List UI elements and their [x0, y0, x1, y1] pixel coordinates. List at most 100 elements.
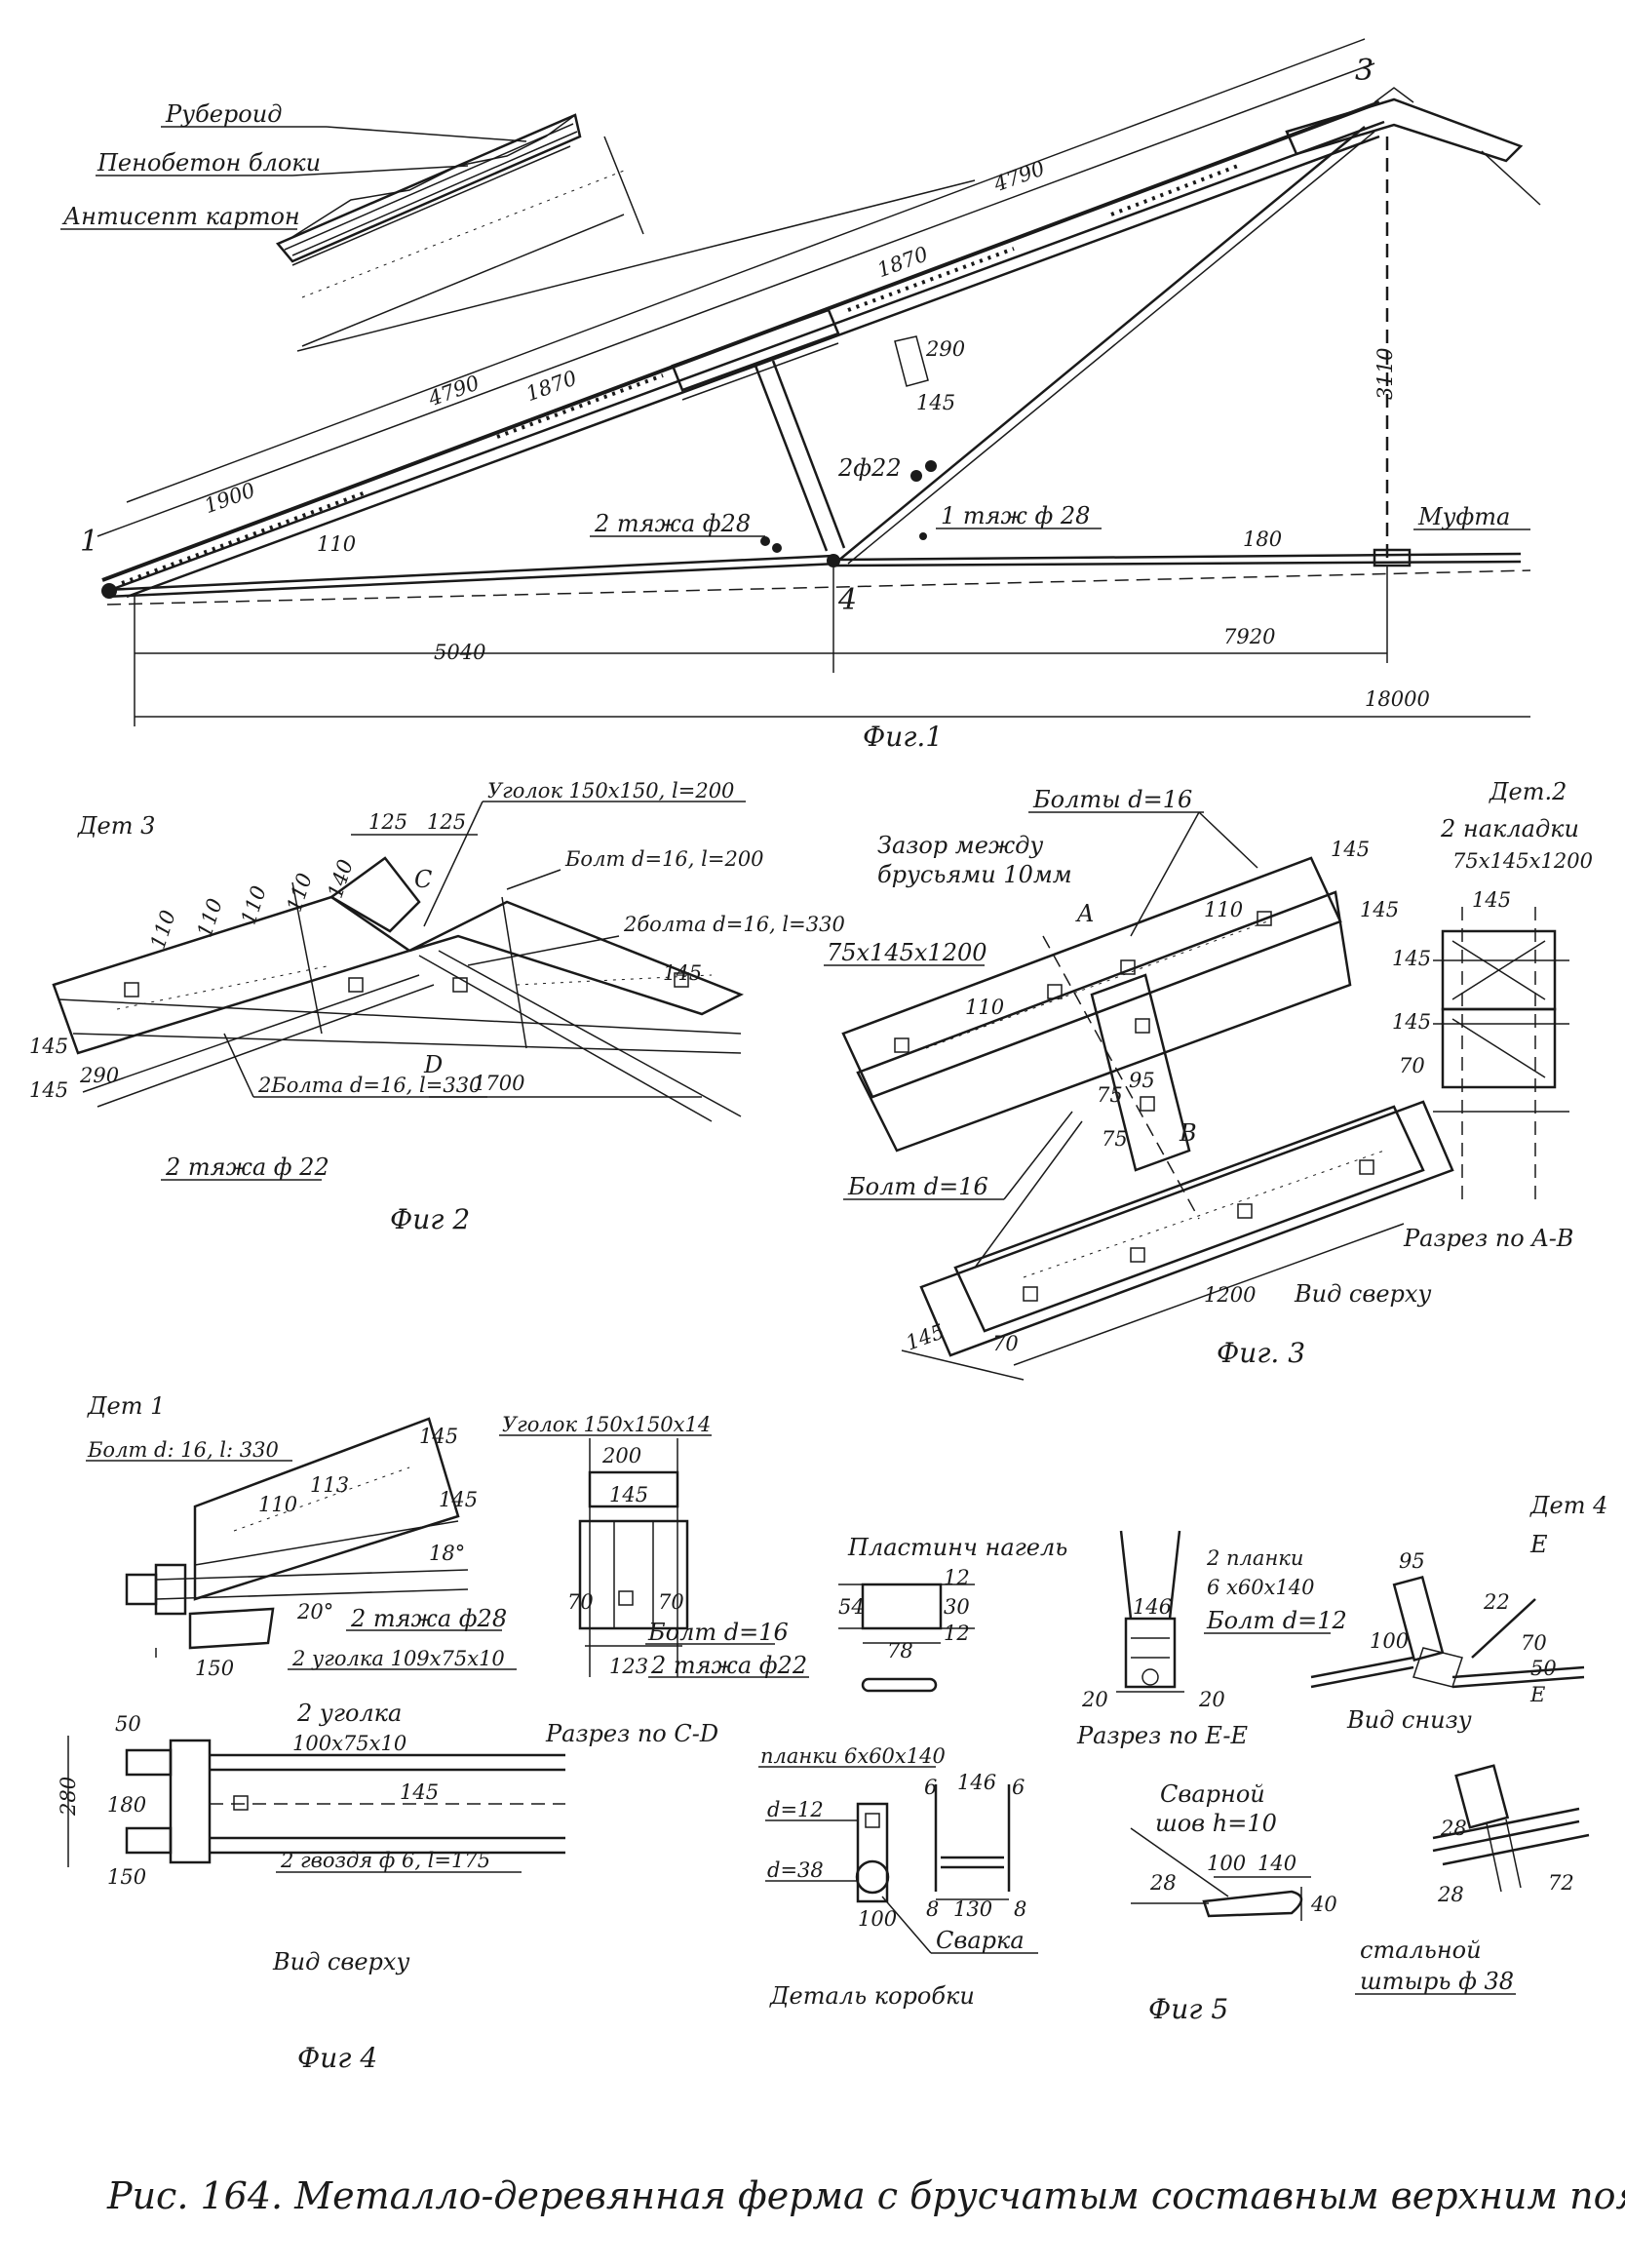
- fig2-bolt3: 2Болта d=16, l=330: [257, 1074, 482, 1097]
- det2-dim-145a: 145: [1472, 888, 1511, 912]
- cd-dim-70b: 70: [658, 1590, 684, 1614]
- plate-dim-12b: 12: [944, 1622, 970, 1645]
- fig3-dim-145a: 145: [1331, 838, 1370, 861]
- fig1-tie2: 2 тяжа ф28: [594, 510, 751, 537]
- fig3-dim-75b: 75: [1102, 1127, 1128, 1151]
- fig5-d28: 28: [1149, 1871, 1177, 1895]
- fig2-dim-110a: 110: [146, 908, 180, 953]
- fig2-tie: 2 тяжа ф 22: [165, 1154, 329, 1181]
- cd-dim-123: 123: [609, 1655, 648, 1678]
- fig1-dim-1870-upper: 1870: [874, 242, 931, 282]
- fig1-dim-290: 290: [925, 337, 965, 361]
- fig4-dim-113: 113: [310, 1473, 349, 1497]
- fig4-dim-50: 50: [115, 1712, 141, 1736]
- fig1-dim-1900: 1900: [201, 478, 257, 518]
- det4-d28b: 28: [1437, 1883, 1464, 1906]
- det4-d22: 22: [1483, 1590, 1510, 1614]
- fig4-dim-150b: 150: [107, 1865, 146, 1889]
- fig1-coupling: Муфта: [1417, 503, 1510, 530]
- ee-d20a: 20: [1081, 1688, 1108, 1711]
- fig4-angles: 2 уголка 109x75x10: [291, 1647, 505, 1670]
- fig3-dim-70: 70: [992, 1332, 1019, 1355]
- fig3-bolt: Болт d=16: [847, 1173, 988, 1200]
- cd-dim-70a: 70: [567, 1590, 594, 1614]
- det2-plates-size: 75x145x1200: [1452, 849, 1593, 873]
- fig5-d40: 40: [1310, 1893, 1337, 1916]
- fig3-dim-75a: 75: [1097, 1083, 1123, 1107]
- fig2-angle: Уголок 150x150, l=200: [487, 779, 734, 802]
- fig3-dim-110b: 110: [1204, 898, 1243, 921]
- box-d8b: 8: [1014, 1897, 1026, 1921]
- box-weld: Сварка: [936, 1927, 1025, 1954]
- fig2-detail3: [52, 856, 745, 1122]
- box-d146: 146: [957, 1771, 996, 1794]
- det4-d100: 100: [1370, 1629, 1409, 1653]
- fig1-title: Фиг.1: [863, 721, 943, 753]
- plate-label: Пластинч нагель: [847, 1534, 1067, 1561]
- fig1-node-1: 1: [80, 525, 98, 559]
- fig1-dim-18000: 18000: [1365, 687, 1430, 711]
- fig1-tie1: 1 тяж ф 28: [941, 502, 1090, 529]
- fig1-node-3: 3: [1355, 54, 1374, 88]
- fig2-detail-label: Дет 3: [77, 812, 155, 840]
- fig4-bolt: Болт d: 16, l: 330: [87, 1438, 279, 1462]
- ee-planks-2: 6 x60x140: [1207, 1576, 1315, 1599]
- fig1-truss: [97, 38, 1541, 726]
- box-d130: 130: [953, 1897, 992, 1921]
- fig4-angles2-1: 2 уголка: [296, 1700, 402, 1727]
- det4-pin-1: стальной: [1360, 1936, 1482, 1964]
- det4-d70: 70: [1521, 1631, 1547, 1655]
- box-detail: [855, 1784, 1011, 1903]
- plate-dowel: [838, 1583, 975, 1693]
- ee-title: Разрез по E-E: [1076, 1722, 1248, 1749]
- det4-detail: [1310, 1575, 1590, 1893]
- fig4-dim-110: 110: [258, 1493, 297, 1516]
- ee-d20b: 20: [1198, 1688, 1225, 1711]
- fig2-bolt2: 2болта d=16, l=330: [623, 913, 845, 936]
- cd-angle: Уголок 150x150x14: [502, 1413, 711, 1436]
- fig2-dim-145c: 145: [663, 961, 702, 985]
- fig4-detail-label: Дет 1: [87, 1392, 165, 1420]
- fig3-gap-1: Зазор между: [877, 832, 1043, 859]
- section-cd: [578, 1438, 689, 1677]
- strut: [754, 365, 829, 552]
- fig1-dim-1870-lower: 1870: [522, 366, 579, 406]
- det2-plates: 2 накладки: [1440, 815, 1579, 842]
- det4-d50: 50: [1530, 1657, 1557, 1680]
- fig3-beam: 75x145x1200: [827, 939, 987, 966]
- det4-e: E: [1529, 1531, 1548, 1558]
- det2-section: [1433, 907, 1569, 1199]
- fig2-bolt1: Болт d=16, l=200: [564, 847, 764, 871]
- fig1-layer-bot: Антисепт картон: [61, 203, 300, 230]
- cd-title: Разрез по C-D: [545, 1720, 718, 1747]
- fig2-d: D: [423, 1051, 443, 1078]
- fig4-angle-18: 18°: [429, 1542, 465, 1565]
- section-ee: [1116, 1530, 1184, 1693]
- fig2-title: Фиг 2: [390, 1203, 470, 1235]
- cd-tie: 2 тяжа ф22: [650, 1652, 807, 1679]
- fig2-c: C: [414, 866, 432, 893]
- fig2-dim-125b: 125: [427, 810, 466, 834]
- figure-caption: Рис. 164. Металло-деревянная ферма с бру…: [106, 2174, 1625, 2217]
- plate-dim-78: 78: [887, 1639, 913, 1662]
- fig1-dim-3110: 3110: [1374, 348, 1397, 400]
- fig2-dim-145b: 145: [29, 1078, 68, 1102]
- det4-pin-2: штырь ф 38: [1360, 1968, 1514, 1995]
- fig4-view: Вид сверху: [272, 1948, 409, 1975]
- fig2-dim-125a: 125: [368, 810, 407, 834]
- cd-bolt: Болт d=16: [647, 1619, 789, 1646]
- fig3-a: A: [1075, 900, 1094, 927]
- det4-label: Дет 4: [1529, 1492, 1607, 1519]
- det4-d95: 95: [1399, 1549, 1425, 1573]
- fig1-dim-180: 180: [1243, 528, 1282, 551]
- det2-dim-145c: 145: [1392, 1010, 1431, 1034]
- cd-dim-145: 145: [609, 1483, 648, 1506]
- det2-label: Дет.2: [1489, 778, 1567, 805]
- fig4-nails: 2 гвоздя ф 6, l=175: [280, 1849, 490, 1872]
- fig3-dim-95: 95: [1129, 1069, 1155, 1092]
- fig3-dim-1200: 1200: [1204, 1283, 1256, 1307]
- fig5-title: Фиг 5: [1148, 1993, 1228, 2025]
- det4-d28a: 28: [1440, 1817, 1467, 1840]
- det4-d72: 72: [1548, 1871, 1574, 1895]
